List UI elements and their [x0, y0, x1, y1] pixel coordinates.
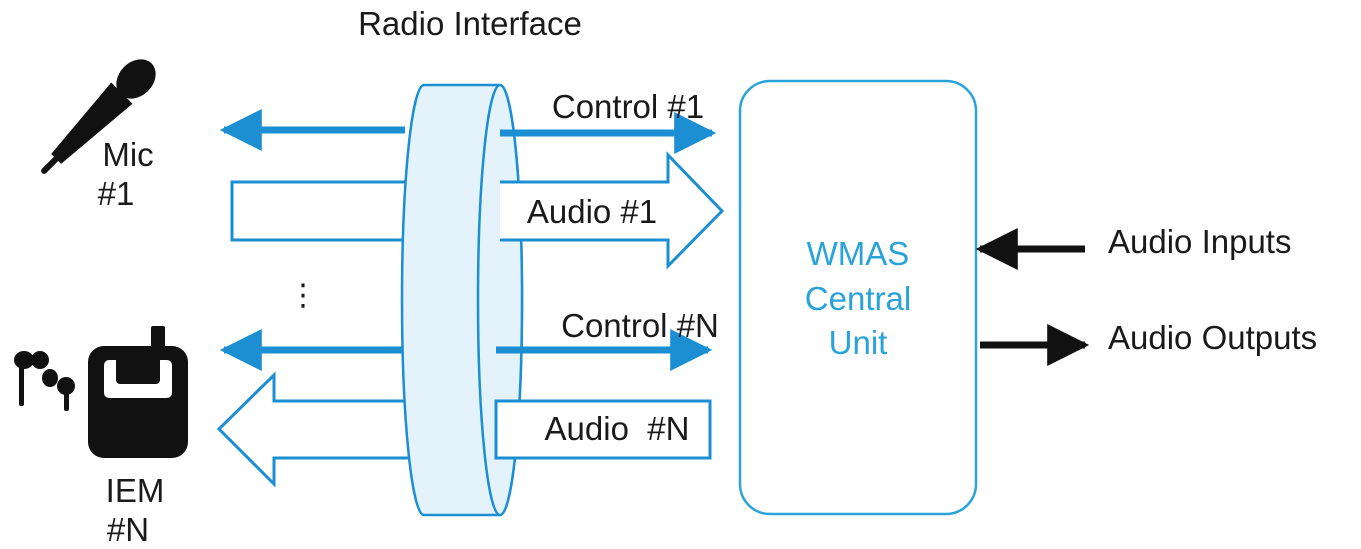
control-n-label: Control #N: [561, 307, 719, 344]
radio-interface-title: Radio Interface: [358, 5, 582, 42]
audio-1-uplink-bar: [230, 180, 414, 242]
mic-label-line1: Mic: [102, 136, 153, 173]
audio-inputs-label: Audio Inputs: [1108, 223, 1291, 260]
central-unit-label-line1: WMAS: [807, 235, 910, 272]
central-unit-label-line3: Unit: [829, 324, 888, 361]
audio-n-label: Audio #N: [545, 410, 690, 447]
audio-1-uplink-arrow: [500, 151, 725, 270]
iem-label-line1: IEM: [106, 472, 165, 509]
bodypack-receiver-icon: [88, 326, 188, 458]
audio-n-downlink-bar: [494, 399, 712, 460]
audio-1-label: Audio #1: [527, 193, 657, 230]
microphone-icon: [41, 59, 156, 174]
earbuds-icon: [14, 351, 75, 411]
ellipsis-dots: ⋮: [288, 279, 318, 312]
central-unit-label-line2: Central: [805, 280, 911, 317]
iem-label-line2: #N: [107, 511, 149, 548]
audio-n-downlink-arrow: [216, 371, 412, 488]
central-unit-box: [738, 79, 978, 516]
mic-label-line2: #1: [98, 175, 135, 212]
audio-outputs-label: Audio Outputs: [1108, 319, 1317, 356]
control-1-label: Control #1: [552, 88, 704, 125]
